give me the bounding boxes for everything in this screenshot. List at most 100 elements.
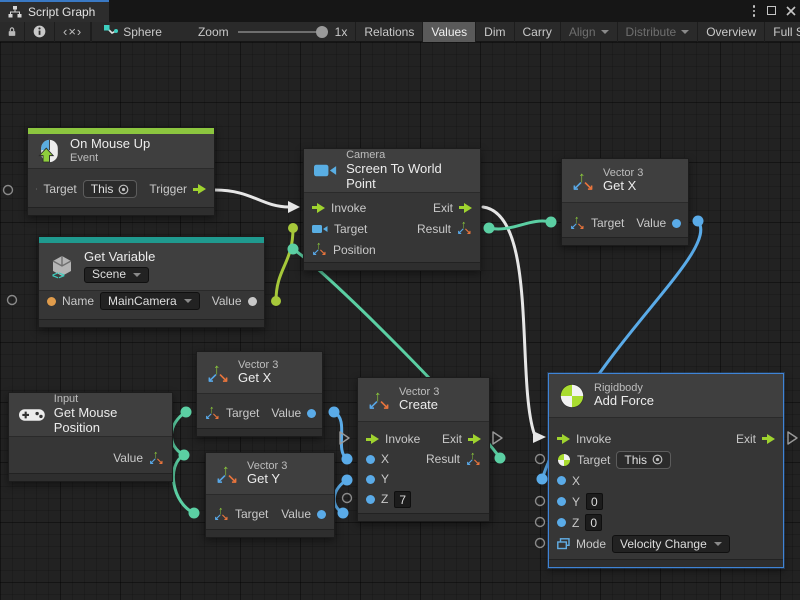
node-category: Camera [346,149,470,162]
trigger-flow-port[interactable] [193,184,206,194]
node-title: Screen To World Point [346,162,470,192]
exit-port-label: Exit [736,432,756,446]
x-port[interactable] [366,455,375,464]
node-vector3-get-y[interactable]: Vector 3 Get Y Target Value [205,452,335,538]
exit-flow-port[interactable] [459,203,472,213]
vector3-icon[interactable] [205,406,220,421]
svg-text:<>: <> [52,270,65,280]
overview-button[interactable]: Overview [698,22,765,42]
invoke-port-label: Invoke [385,432,420,446]
exit-flow-port[interactable] [468,434,481,444]
target-port-label: Target [577,453,610,467]
zoom-slider-handle[interactable] [316,26,328,38]
mode-dropdown[interactable]: Velocity Change [612,535,730,553]
value-port-label: Value [113,451,143,465]
z-port-label: Z [381,492,388,506]
target-port-label: Target [591,216,624,230]
z-value-field[interactable]: 0 [585,514,602,531]
graph-target-button[interactable]: Sphere [92,22,170,42]
vector3-icon [207,362,229,384]
vector3-icon[interactable] [312,242,327,257]
node-vector3-create[interactable]: Vector 3 Create Invoke Exit X Result [357,377,490,522]
value-port[interactable] [317,510,326,519]
value-port[interactable] [248,297,257,306]
unconnected-port [536,455,545,464]
exit-flow-port[interactable] [762,434,775,444]
mouse-up-icon [38,139,61,163]
align-button[interactable]: Align [561,22,618,42]
y-port[interactable] [366,475,375,484]
result-port-label: Result [426,452,460,466]
chevron-down-icon [681,30,689,34]
node-on-mouse-up[interactable]: On Mouse Up Event Target This [27,127,215,216]
relations-button[interactable]: Relations [356,22,423,42]
invoke-flow-port[interactable] [366,434,379,444]
lock-button[interactable] [0,22,25,42]
node-get-variable[interactable]: <> Get Variable Scene Name MainCamera [38,236,265,328]
x-port-label: X [572,474,580,488]
z-value-field[interactable]: 7 [394,491,411,508]
node-title: Get Variable [84,250,155,265]
flow-arrowhead [533,431,546,443]
dim-button[interactable]: Dim [476,22,514,42]
node-title: Create [399,398,439,413]
wire-variable-to-camera-target [276,228,293,301]
node-add-force[interactable]: Rigidbody Add Force Invoke Exit [548,373,784,568]
y-value-field[interactable]: 0 [586,493,603,510]
distribute-button[interactable]: Distribute [618,22,699,42]
x-port[interactable] [557,476,566,485]
info-button[interactable] [25,22,55,42]
full-screen-button[interactable]: Full Screen [765,22,800,42]
node-vector3-get-x-right[interactable]: Vector 3 Get X Target Value [561,158,689,246]
z-port-label: Z [572,516,579,530]
zoom-value: 1x [335,25,348,39]
value-port[interactable] [307,409,316,418]
carry-button[interactable]: Carry [515,22,561,42]
z-port[interactable] [366,495,375,504]
exit-port-label: Exit [442,432,462,446]
y-port[interactable] [557,497,566,506]
vector3-icon[interactable] [570,216,585,231]
wire-mouse-to-getx [171,412,186,455]
wire-exit-to-addforce-invoke [483,207,534,433]
invoke-flow-port[interactable] [312,203,325,213]
zoom-slider[interactable] [238,31,326,33]
wire-mouse-to-gety [173,455,194,513]
variable-scope-dropdown[interactable]: Scene [84,267,149,283]
target-this-chip[interactable]: This [616,451,671,469]
zoom-control: Zoom 1x [170,22,355,42]
values-button[interactable]: Values [423,22,476,42]
tab-bar: Script Graph [0,0,800,22]
value-port[interactable] [672,219,681,228]
value-connections-button[interactable]: ‹×› [55,22,91,42]
graph-canvas[interactable]: On Mouse Up Event Target This [0,42,800,600]
vector3-icon[interactable] [466,452,481,467]
variable-name-dropdown[interactable]: MainCamera [100,292,200,310]
vector3-icon[interactable] [457,221,472,236]
target-this-chip[interactable]: This [83,180,138,198]
rigidbody-icon [559,383,585,409]
name-port[interactable] [47,297,56,306]
graph-toolbar: ‹×› Sphere Zoom 1x Relations Values Dim … [0,22,800,42]
wire-trigger-to-invoke [215,190,289,207]
chevron-down-icon [601,30,609,34]
unconnected-flow-port [788,432,797,444]
invoke-flow-port[interactable] [557,434,570,444]
vector3-icon[interactable] [214,507,229,522]
enum-icon [557,538,570,550]
maximize-icon[interactable] [767,6,776,15]
vector3-icon[interactable] [149,451,164,466]
close-icon[interactable] [786,6,796,16]
object-picker-icon [652,454,663,465]
trigger-port-label: Trigger [149,182,187,196]
z-port[interactable] [557,518,566,527]
node-get-mouse-position[interactable]: Input Get Mouse Position Value [8,392,173,482]
menu-dots-icon[interactable] [751,3,758,19]
node-screen-to-world-point[interactable]: Camera Screen To World Point Invoke Exit [303,148,481,271]
tab-title: Script Graph [28,5,95,19]
target-port-label: Target [235,507,268,521]
node-vector3-get-x-mid[interactable]: Vector 3 Get X Target Value [196,351,323,437]
node-title: Get X [603,179,643,194]
tab-script-graph[interactable]: Script Graph [0,0,109,22]
